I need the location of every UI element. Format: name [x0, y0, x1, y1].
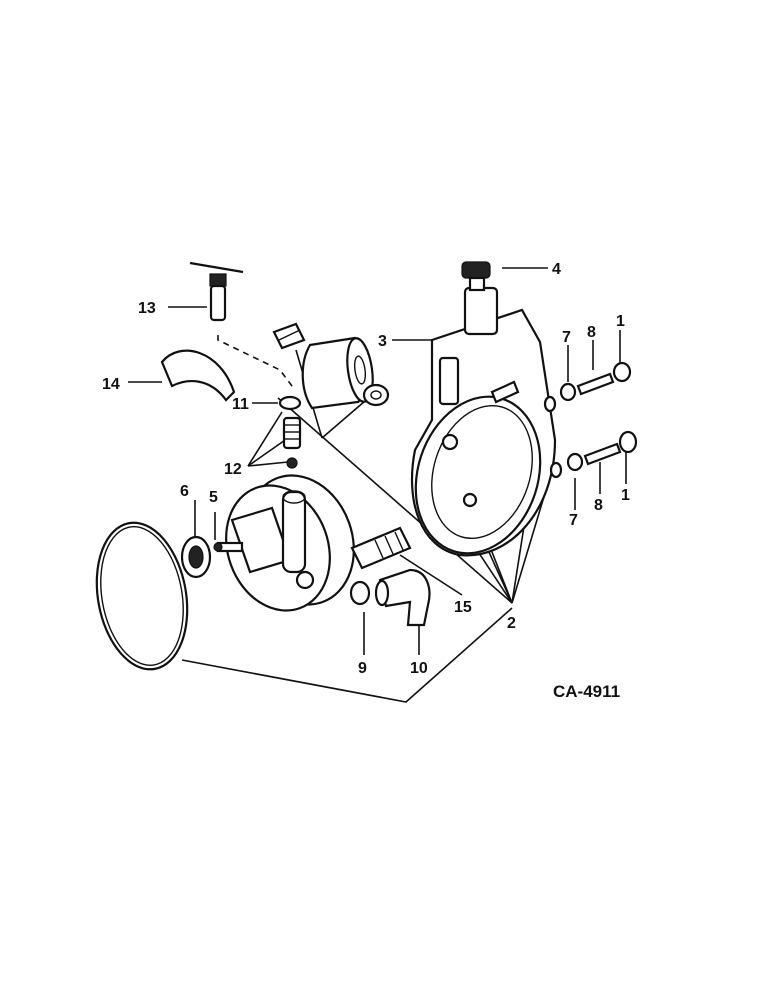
callout-11: 11	[232, 396, 249, 413]
callout-7-lower: 7	[569, 512, 578, 529]
callout-9: 9	[358, 660, 367, 677]
callout-8-upper: 8	[587, 324, 596, 341]
callout-6: 6	[180, 483, 189, 500]
filter-element-part	[301, 336, 374, 410]
mounting-stud-upper	[543, 361, 632, 413]
callout-10: 10	[410, 660, 428, 677]
callout-15: 15	[454, 599, 472, 616]
sender-switch-part	[189, 261, 244, 322]
leader-lines	[128, 267, 627, 703]
filter-seal-part	[362, 383, 390, 407]
callout-4: 4	[552, 261, 561, 278]
filter-spring-part	[272, 322, 306, 350]
pump-shaft-part	[213, 541, 244, 553]
callout-1-upper: 1	[616, 313, 625, 330]
o-ring-large-part	[95, 521, 189, 671]
o-ring-fitting-part	[349, 580, 371, 606]
callout-2: 2	[507, 615, 516, 632]
callout-12: 12	[224, 461, 242, 478]
gasket-part	[160, 349, 236, 402]
callout-7-upper: 7	[562, 329, 571, 346]
callout-labels: 13 14 11 12 6 5 9 10 15 2 3 4 7 8 1 7 8 …	[102, 261, 630, 677]
drawing-code: CA-4911	[553, 682, 620, 701]
elbow-fitting-part	[374, 568, 431, 627]
shaft-seal-part	[180, 535, 212, 579]
pump-body-part	[225, 474, 355, 612]
callout-5: 5	[209, 489, 218, 506]
o-ring-small-part	[278, 395, 302, 411]
fitting-part	[350, 526, 412, 570]
callout-3: 3	[378, 333, 387, 350]
callout-1-lower: 1	[621, 487, 630, 504]
callout-14: 14	[102, 376, 120, 393]
callout-13: 13	[138, 300, 156, 317]
reservoir-part	[410, 286, 557, 557]
mounting-stud-lower	[549, 430, 638, 479]
filler-cap-part	[461, 261, 491, 292]
callout-8-lower: 8	[594, 497, 603, 514]
valve-spring-part	[282, 416, 302, 469]
